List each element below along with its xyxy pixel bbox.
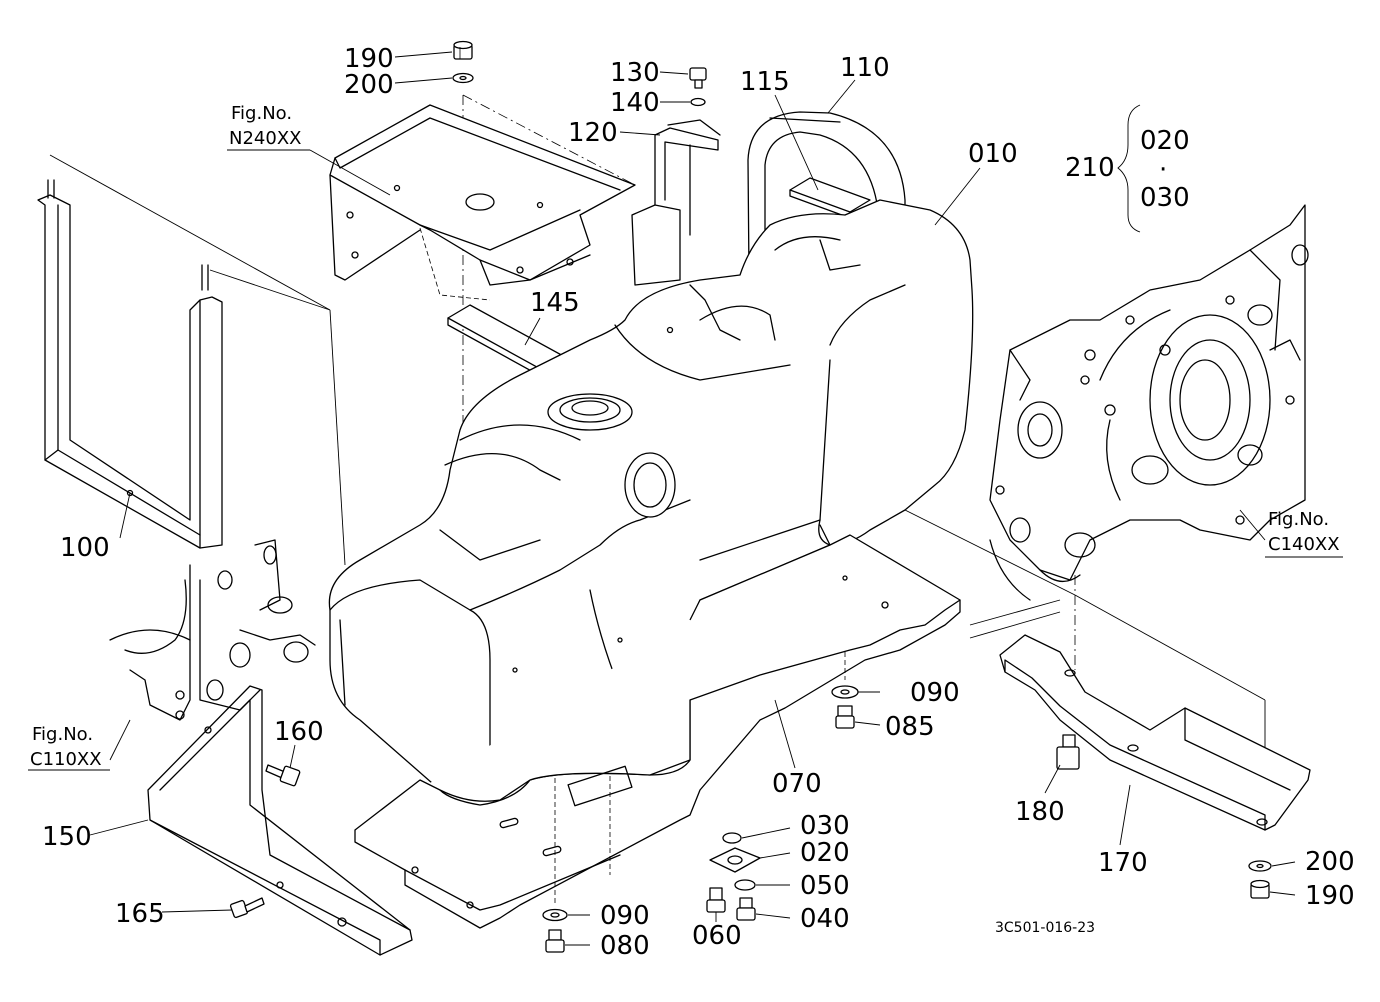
part-070-plate <box>354 524 961 929</box>
leader-lines <box>89 51 1296 946</box>
label-200-top: 200 <box>344 70 394 100</box>
label-030-group: 030 <box>1140 183 1190 213</box>
svg-text:C140XX: C140XX <box>1268 534 1340 555</box>
label-dot: · <box>1159 155 1167 185</box>
bolt-130-icon <box>689 67 707 89</box>
label-120: 120 <box>568 118 618 148</box>
label-040: 040 <box>800 904 850 934</box>
part-100-u-bracket <box>37 179 223 549</box>
washer-140-icon <box>690 97 706 107</box>
part-170-rear-bracket <box>999 634 1311 831</box>
label-090-bottom: 090 <box>600 901 650 931</box>
svg-text:Fig.No.: Fig.No. <box>32 724 93 745</box>
nut-190-bottom-icon <box>1250 879 1270 899</box>
label-190-top: 190 <box>344 44 394 74</box>
label-030: 030 <box>800 811 850 841</box>
bolt-160-icon <box>265 764 301 787</box>
bolt-040-icon <box>736 897 756 921</box>
bolt-060-icon <box>706 887 726 913</box>
label-170: 170 <box>1098 848 1148 878</box>
fasteners <box>229 40 1272 953</box>
figure-references: Fig.No. N240XX Fig.No. C140XX Fig.No. C1… <box>28 103 1343 771</box>
fig-ref-c140xx: Fig.No. C140XX <box>1265 509 1343 558</box>
label-180: 180 <box>1015 797 1065 827</box>
label-160: 160 <box>274 717 324 747</box>
washer-090-bottom-icon <box>542 908 568 922</box>
label-090-right: 090 <box>910 678 960 708</box>
fig-ref-c110xx: Fig.No. C110XX <box>28 724 110 771</box>
label-070: 070 <box>772 769 822 799</box>
label-165: 165 <box>115 899 165 929</box>
label-210: 210 <box>1065 153 1115 183</box>
label-200-bottom: 200 <box>1305 847 1355 877</box>
label-140: 140 <box>610 88 660 118</box>
label-190-bottom: 190 <box>1305 881 1355 911</box>
bolt-180-icon <box>1056 734 1080 770</box>
washer-030-icon <box>722 832 742 844</box>
part-transmission-case <box>989 204 1309 601</box>
part-top-bracket <box>329 104 636 301</box>
svg-text:C110XX: C110XX <box>30 749 102 770</box>
diagram-code: 3C501-016-23 <box>995 920 1095 936</box>
washer-200-top-icon <box>452 72 474 84</box>
washer-050-icon <box>734 879 756 891</box>
label-020: 020 <box>800 838 850 868</box>
label-130: 130 <box>610 58 660 88</box>
label-080: 080 <box>600 931 650 961</box>
svg-text:N240XX: N240XX <box>229 128 301 149</box>
washer-200-bottom-icon <box>1248 860 1272 872</box>
label-060: 060 <box>692 921 742 951</box>
label-150: 150 <box>42 822 92 852</box>
label-050: 050 <box>800 871 850 901</box>
part-labels: 190 200 130 140 120 115 110 010 210 020 … <box>42 44 1355 961</box>
svg-text:Fig.No.: Fig.No. <box>1268 509 1329 530</box>
part-120-stay <box>631 119 721 286</box>
label-020-group: 020 <box>1140 126 1190 156</box>
bolt-080-icon <box>545 929 565 953</box>
svg-text:Fig.No.: Fig.No. <box>231 103 292 124</box>
bolt-085-icon <box>835 705 855 729</box>
part-150-bracket <box>147 685 413 956</box>
plate-020-icon <box>709 847 761 873</box>
label-010: 010 <box>968 139 1018 169</box>
label-110: 110 <box>840 53 890 83</box>
label-100: 100 <box>60 533 110 563</box>
washer-090-right-icon <box>831 685 859 699</box>
fig-ref-n240xx: Fig.No. N240XX <box>227 103 310 151</box>
part-front-frame <box>109 539 316 721</box>
bolt-165-icon <box>229 897 265 919</box>
label-145: 145 <box>530 288 580 318</box>
nut-190-top-icon <box>453 40 473 60</box>
label-085: 085 <box>885 712 935 742</box>
label-115: 115 <box>740 67 790 97</box>
